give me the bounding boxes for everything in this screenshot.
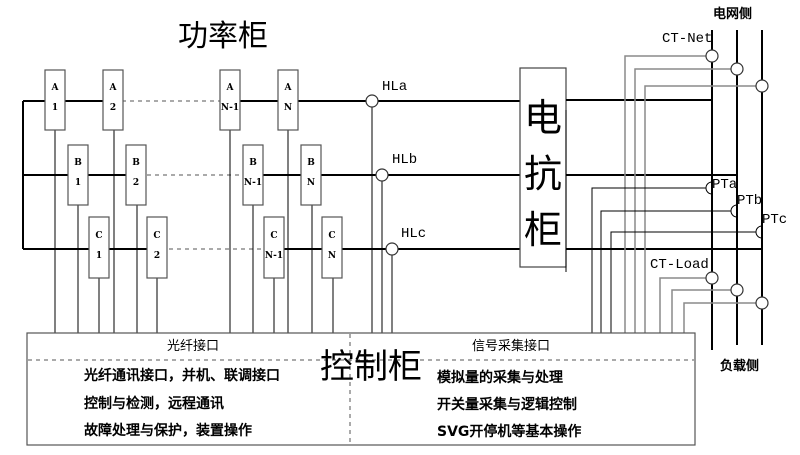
ptb-lead: [600, 210, 731, 333]
pta-label: PTa: [712, 177, 738, 193]
ct-net-a-lead: [624, 55, 712, 333]
hla-sensor-icon: [365, 94, 379, 108]
hlb-label: HLb: [392, 152, 418, 168]
module-bn: [300, 144, 322, 206]
reactor-label: 电 抗 柜: [523, 96, 562, 252]
grid-side-label: 电网侧: [713, 7, 753, 22]
hla-label: HLa: [382, 79, 408, 95]
fiber-interface-header: 光纤接口: [167, 339, 220, 354]
module-c1: [88, 216, 110, 279]
module-an: [277, 69, 299, 131]
fiber-line-2: 控制与检测，远程通讯: [84, 396, 224, 412]
ct-net-a-icon: [705, 49, 719, 63]
control-cabinet-title: 控制柜: [320, 347, 422, 387]
hlb-sensor-icon: [375, 168, 389, 182]
power-cabinet-title: 功率柜: [178, 19, 268, 54]
module-a2: [102, 69, 124, 131]
hlc-sensor-icon: [385, 242, 399, 256]
pta-icon: [705, 181, 713, 195]
ptb-icon: [730, 204, 738, 218]
control-cabinet-box: [26, 332, 696, 446]
ct-load-a-lead: [659, 277, 712, 333]
ptc-icon: [755, 225, 763, 239]
module-an-1: [219, 69, 241, 131]
signal-line-1: 模拟量的采集与处理: [437, 370, 563, 386]
ct-load-a-icon: [705, 271, 719, 285]
fiber-line-1: 光纤通讯接口，并机、联调接口: [84, 368, 280, 384]
load-side-label: 负载侧: [720, 359, 760, 374]
ct-load-b-lead: [671, 289, 737, 333]
module-c2: [146, 216, 168, 279]
signal-line-2: 开关量采集与逻辑控制: [437, 397, 577, 413]
pta-lead: [591, 187, 706, 333]
hlc-label: HLc: [401, 226, 427, 242]
ct-net-b-lead: [634, 68, 737, 333]
ptb-label: PTb: [737, 193, 763, 209]
module-b1: [67, 144, 89, 206]
module-b2: [125, 144, 147, 206]
ct-net-c-lead: [644, 85, 762, 333]
ct-load-c-icon: [755, 296, 769, 310]
module-cn-1: [263, 216, 285, 279]
ct-load-label: CT-Load: [650, 257, 709, 273]
ct-load-c-lead: [683, 302, 762, 333]
ct-net-c-icon: [755, 79, 769, 93]
module-bn-1: [242, 144, 264, 206]
ct-net-label: CT-Net: [662, 31, 713, 47]
module-cn: [321, 216, 343, 279]
module-a1: [44, 69, 66, 131]
signal-line-3: SVG开停机等基本操作: [437, 424, 582, 440]
ct-net-b-icon: [730, 62, 744, 76]
ptc-label: PTc: [762, 212, 788, 228]
fiber-line-3: 故障处理与保护，装置操作: [84, 423, 252, 439]
ct-load-b-icon: [730, 283, 744, 297]
signal-interface-header: 信号采集接口: [472, 339, 551, 354]
ptc-lead: [610, 231, 756, 333]
